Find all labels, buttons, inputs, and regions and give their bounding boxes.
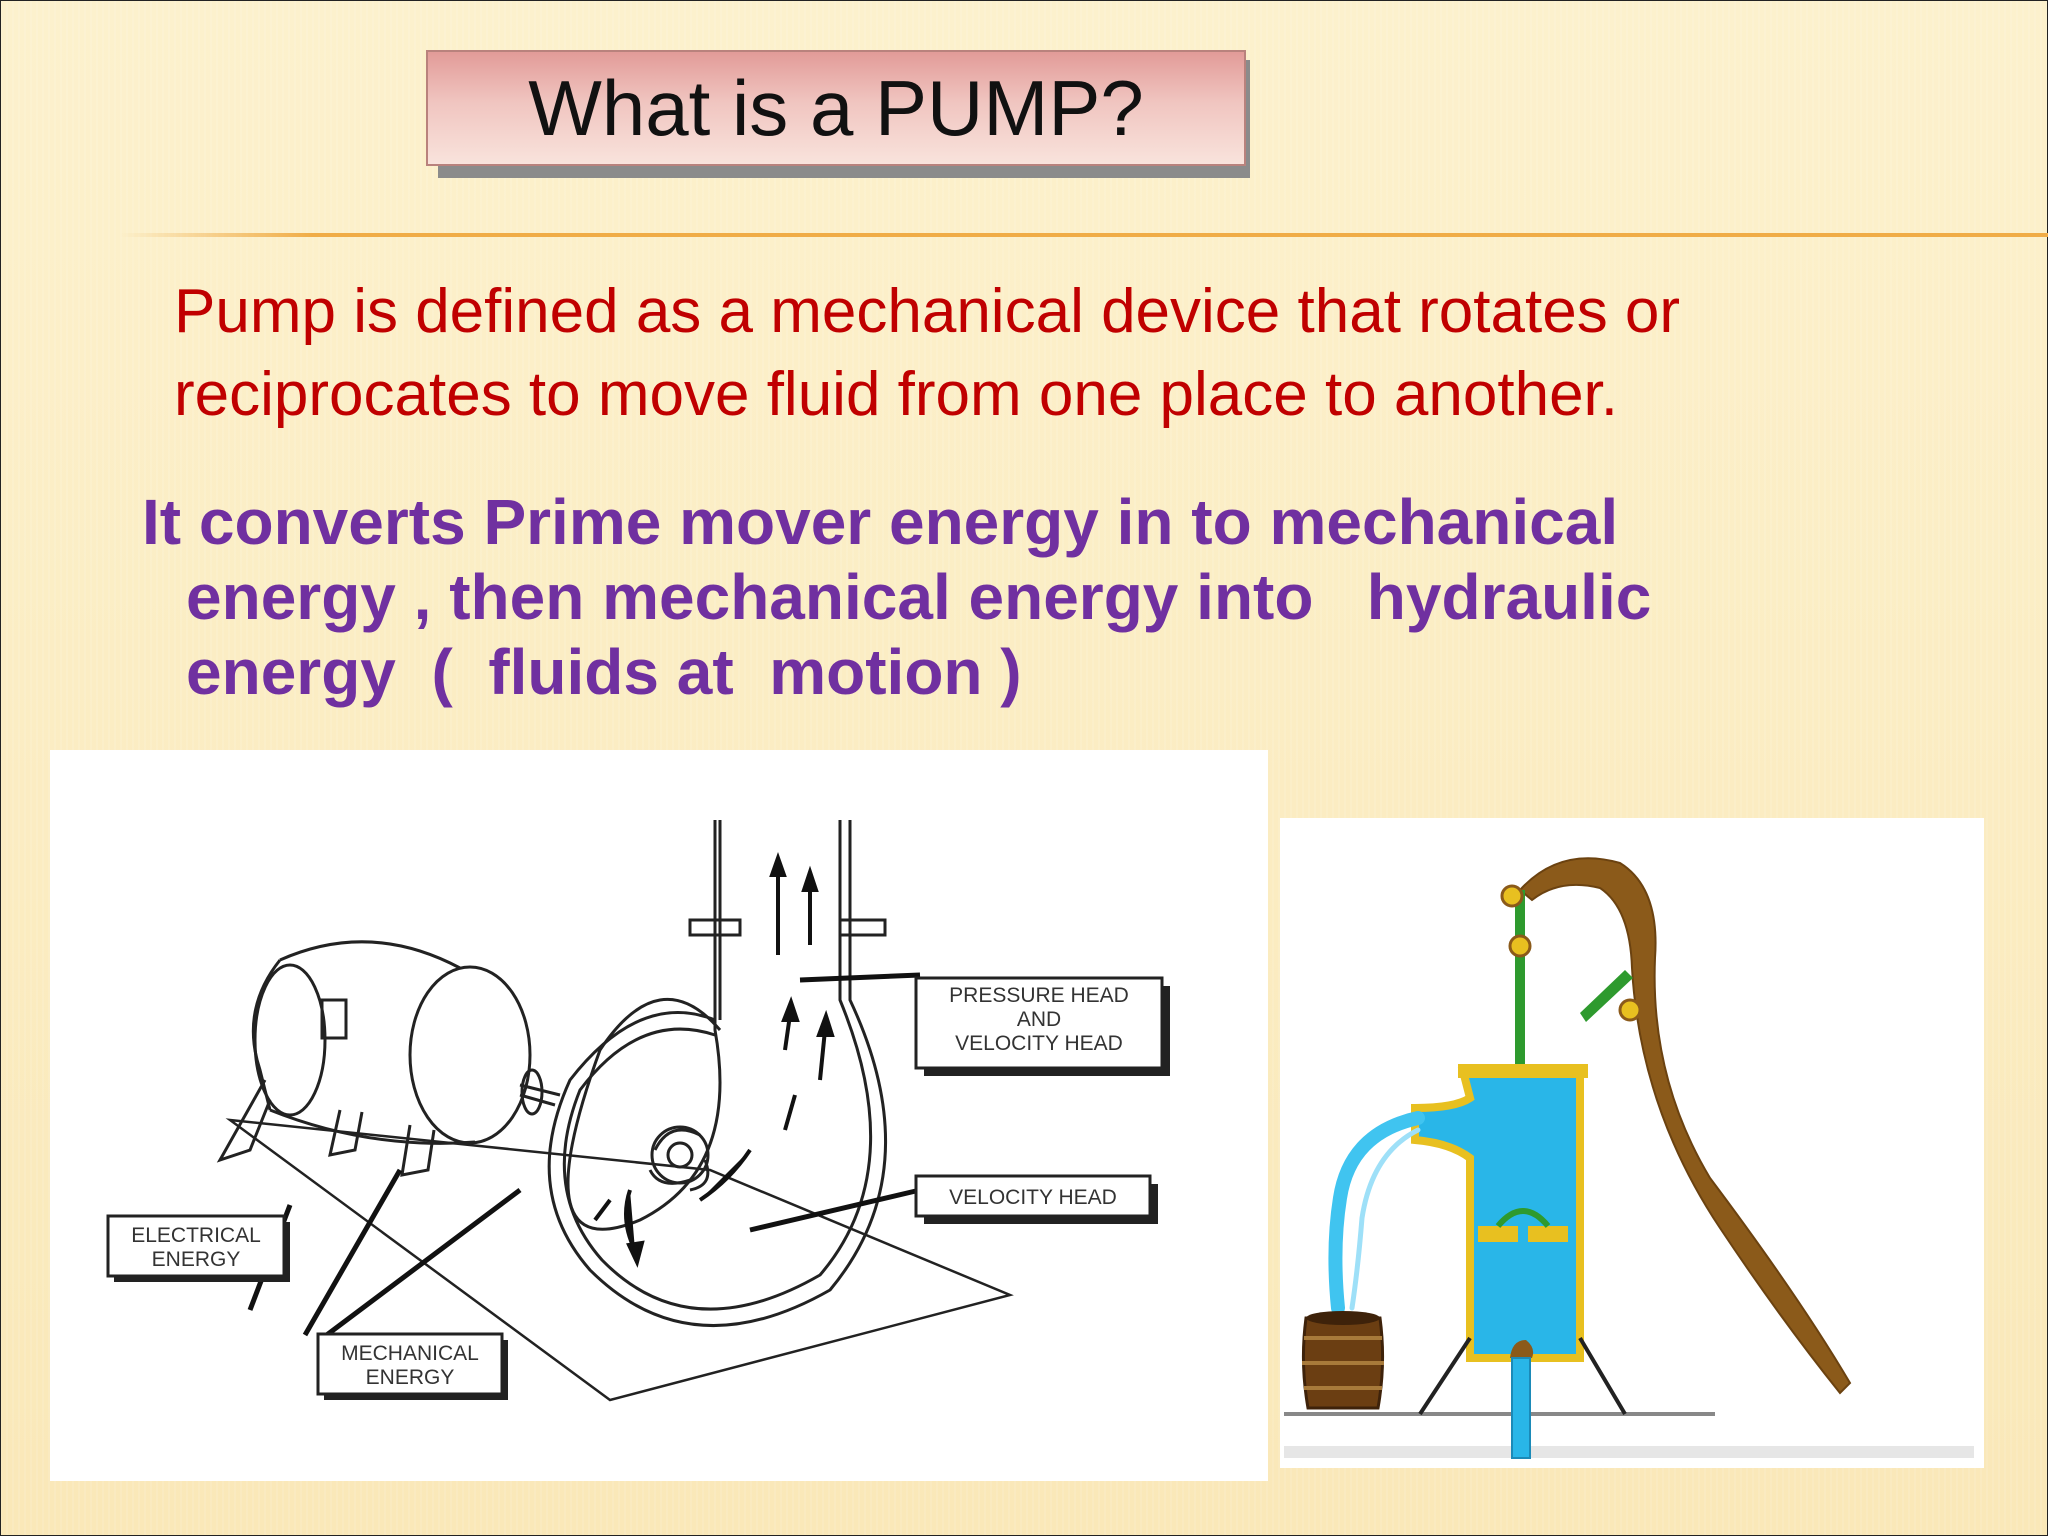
flange-right	[838, 918, 887, 937]
piston-left	[1478, 1226, 1518, 1242]
casing-volute	[547, 820, 887, 1327]
label-pressure-head: PRESSURE HEAD AND VELOCITY HEAD	[914, 976, 1170, 1076]
linkage-arm	[1580, 970, 1633, 1022]
pivots	[1500, 884, 1642, 1022]
energy-line-3: energy ( fluids at motion )	[186, 636, 1022, 708]
label-velocity-head-text: VELOCITY HEAD	[949, 1186, 1117, 1209]
label-pressure-head-3: VELOCITY HEAD	[955, 1032, 1123, 1055]
flow-arrows	[593, 851, 835, 1268]
title-box: What is a PUMP?	[426, 50, 1246, 166]
hand-pump-figure	[1280, 818, 1984, 1468]
label-mechanical-energy: MECHANICAL ENERGY	[316, 1332, 508, 1400]
hand-pump-drawing	[1284, 857, 1974, 1459]
piston-cup	[1495, 1208, 1551, 1228]
motor-back	[253, 963, 327, 1117]
pump-handle	[1518, 857, 1852, 1395]
centrifugal-pump-figure: PRESSURE HEAD AND VELOCITY HEAD VELOCITY…	[50, 750, 1268, 1481]
leader-velocity	[749, 1187, 921, 1233]
label-velocity-head: VELOCITY HEAD	[914, 1174, 1158, 1224]
motor-body	[251, 940, 476, 1145]
title-rule	[120, 233, 2048, 237]
motor-box	[320, 998, 348, 1040]
ground-strip	[1284, 1446, 1974, 1458]
motor-end	[408, 965, 532, 1145]
water-stream	[1328, 1111, 1425, 1315]
pump-cylinder	[1411, 1067, 1584, 1362]
water-barrel	[1301, 1311, 1385, 1410]
leader-pressure	[799, 972, 921, 983]
leader-mech-1	[302, 1168, 403, 1337]
slide-title: What is a PUMP?	[528, 63, 1144, 152]
pump-legs	[1418, 1336, 1627, 1416]
motor-foot-1	[328, 1109, 364, 1157]
label-mechanical-1: MECHANICAL	[341, 1342, 479, 1365]
suction-pipe	[1511, 1357, 1531, 1459]
label-pressure-head-2: AND	[1017, 1008, 1061, 1031]
casing-outline	[566, 820, 722, 1231]
definition-text: Pump is defined as a mechanical device t…	[174, 277, 1681, 429]
label-pressure-head-1: PRESSURE HEAD	[949, 984, 1129, 1007]
foot-valve	[1510, 1340, 1534, 1358]
pump-cap	[1458, 1064, 1588, 1078]
piston-right	[1528, 1226, 1568, 1242]
flange-left	[688, 918, 742, 937]
energy-conversion-text: It converts Prime mover energy in to mec…	[142, 485, 1942, 710]
energy-line-1: It converts Prime mover energy in to mec…	[142, 486, 1619, 558]
coupling	[520, 1068, 544, 1116]
label-electrical-2: ENERGY	[152, 1248, 241, 1271]
leader-mech-2	[318, 1188, 522, 1342]
energy-line-2: energy , then mechanical energy into hyd…	[186, 561, 1652, 633]
motor-foot-0	[216, 1079, 272, 1163]
centrifugal-pump-drawing: PRESSURE HEAD AND VELOCITY HEAD VELOCITY…	[106, 820, 1170, 1402]
motor-foot-2	[400, 1124, 436, 1177]
label-mechanical-2: ENERGY	[366, 1366, 455, 1389]
shaft	[519, 1083, 561, 1107]
label-electrical-1: ELECTRICAL	[131, 1224, 261, 1247]
label-electrical-energy: ELECTRICAL ENERGY	[106, 1214, 290, 1282]
